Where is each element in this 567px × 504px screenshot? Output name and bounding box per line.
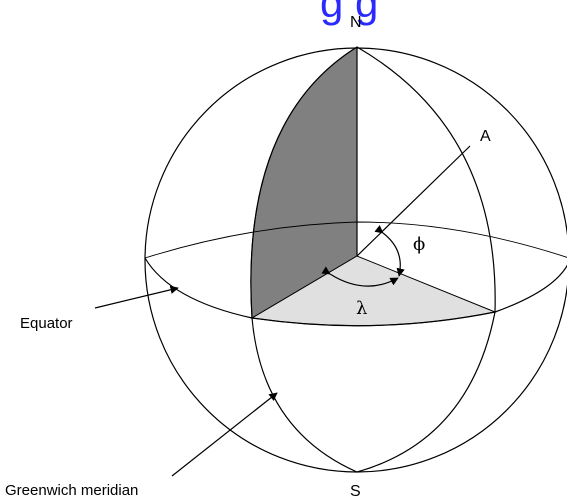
latitude-symbol: ϕ	[413, 234, 426, 255]
title-fragment: g g	[320, 0, 379, 26]
equator-pointer	[94, 285, 179, 309]
greenwich-meridian	[250, 46, 358, 473]
greenwich-pointer	[171, 392, 278, 477]
latitude-arc	[374, 225, 405, 277]
meridian-through-a	[356, 46, 496, 473]
north-pole-label: N	[350, 14, 362, 31]
equator-label: Equator	[20, 315, 73, 332]
longitude-symbol: λ	[356, 298, 368, 319]
longitude-arc	[321, 266, 399, 287]
equator-front	[144, 257, 567, 327]
south-pole-label: S	[350, 483, 361, 500]
greenwich-meridian-label: Greenwich meridian	[5, 482, 139, 499]
point-a-label: A	[480, 128, 491, 145]
